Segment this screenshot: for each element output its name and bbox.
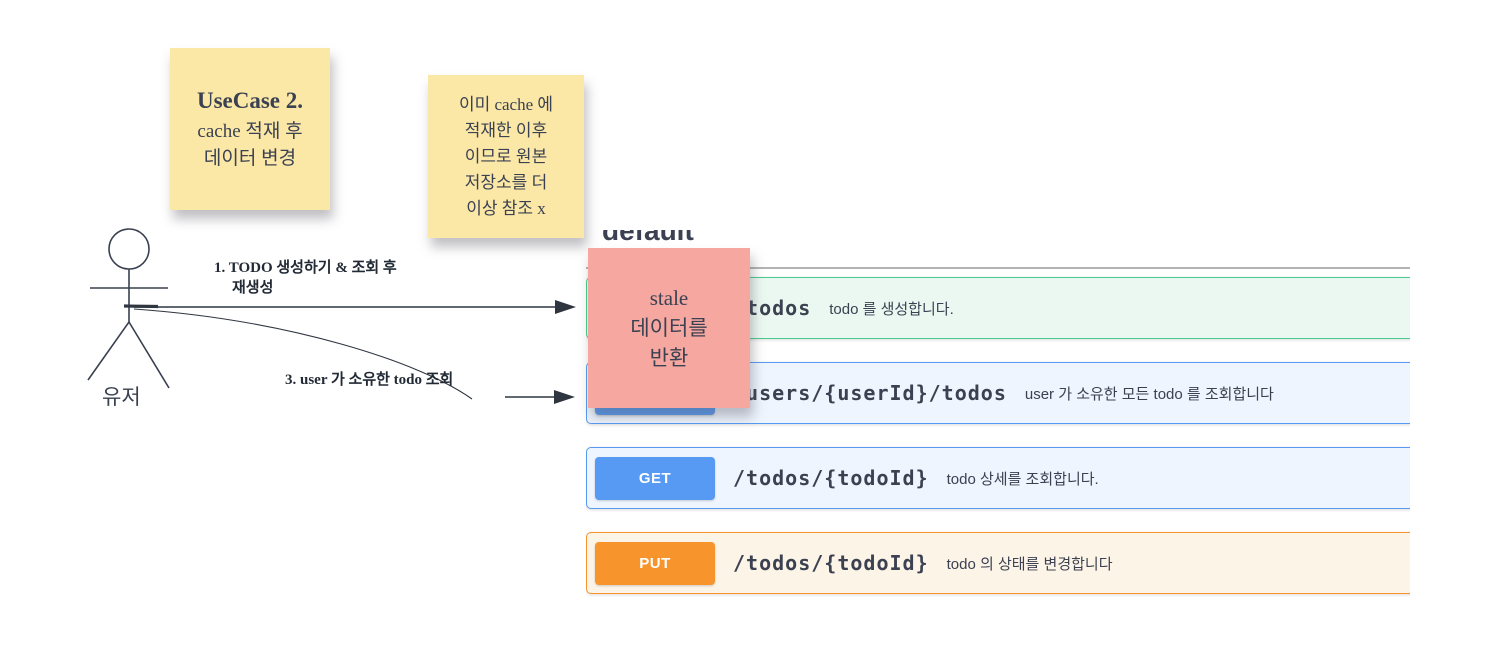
- note-cache-line: 적재한 이후: [464, 120, 548, 140]
- note-stale-line: 반환: [649, 346, 689, 370]
- endpoint-path: /users/{userId}/todos: [733, 381, 1007, 405]
- section-title: default: [602, 230, 694, 246]
- endpoint-description: todo 의 상태를 변경합니다: [946, 555, 1113, 573]
- endpoint-description: user 가 소유한 모든 todo 를 조회합니다: [1024, 385, 1274, 403]
- endpoint-path: /todos/{todoId}: [733, 551, 929, 575]
- endpoint-description: todo 상세를 조회합니다.: [946, 470, 1099, 488]
- actor-label: 유저: [102, 385, 141, 409]
- actor-right-leg: [128, 321, 170, 389]
- endpoint-path: /todos/{todoId}: [733, 466, 929, 490]
- note-usecase-line: 데이터 변경: [203, 147, 297, 169]
- method-badge-get: GET: [595, 456, 715, 500]
- note-cache-line: 이상 참조 x: [466, 198, 546, 218]
- note-cache-line: 이미 cache 에: [458, 94, 554, 114]
- note-cache-reason: 이미 cache 에 적재한 이후 이므로 원본 저장소를 더 이상 참조 x: [428, 75, 584, 238]
- note-usecase: UseCase 2. cache 적재 후 데이터 변경: [170, 48, 330, 210]
- note-usecase-title: UseCase 2.: [196, 87, 304, 113]
- method-badge-put: PUT: [595, 541, 715, 585]
- arrow-1-label: 1. TODO 생성하기 & 조회 후 재생성: [214, 258, 397, 298]
- endpoint-description: todo 를 생성합니다.: [829, 300, 954, 318]
- actor-figure: [87, 228, 170, 389]
- endpoint-row-put-todo[interactable]: PUT /todos/{todoId} todo 의 상태를 변경합니다: [586, 532, 1410, 594]
- note-stale-line: 데이터를: [630, 316, 708, 340]
- arrow-1-label-line1: 1. TODO 생성하기 & 조회 후: [214, 260, 397, 276]
- note-cache-line: 저장소를 더: [464, 172, 548, 192]
- usecase-figure: [87, 228, 576, 404]
- actor-left-leg: [87, 321, 130, 381]
- arrowhead-icon: [554, 390, 575, 404]
- note-usecase-line: cache 적재 후: [197, 120, 303, 142]
- arrow-1-label-line2: 재생성: [232, 280, 274, 296]
- note-stale: stale 데이터를 반환: [588, 248, 750, 408]
- endpoint-row-get-todo-detail[interactable]: GET /todos/{todoId} todo 상세를 조회합니다.: [586, 447, 1410, 509]
- note-cache-line: 이므로 원본: [464, 146, 548, 166]
- arrow-3: [133, 308, 575, 404]
- actor-head-icon: [108, 228, 150, 270]
- arrowhead-icon: [555, 300, 576, 314]
- arrow-1: [123, 300, 576, 314]
- arrow-3-label: 3. user 가 소유한 todo 조회: [285, 372, 454, 388]
- section-divider: [586, 267, 1410, 269]
- note-stale-line: stale: [649, 286, 689, 310]
